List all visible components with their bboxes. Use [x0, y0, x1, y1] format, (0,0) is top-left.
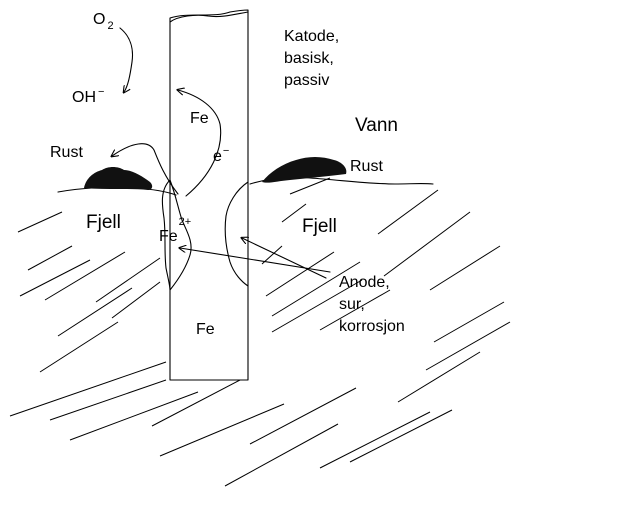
arrow-electron-flow [178, 90, 222, 197]
label-fe-ion: Fe2+ [159, 216, 191, 245]
label-fe-bottom: Fe [196, 321, 215, 338]
rod-top-edge [169, 11, 249, 23]
corrosion-pit-right [224, 181, 249, 287]
label-katode-3: passiv [284, 72, 329, 89]
label-rust-left: Rust [50, 144, 83, 161]
label-anode-2: sur, [339, 296, 365, 313]
label-rust-right: Rust [350, 158, 383, 175]
rust-deposit-left [84, 167, 153, 190]
label-anode-3: korrosjon [339, 318, 405, 335]
corrosion-pit-left [161, 179, 192, 291]
label-electron: e− [213, 145, 229, 165]
label-fjell-right: Fjell [302, 216, 337, 237]
rust-deposit-right [262, 157, 347, 183]
rock-hatching [9, 177, 511, 487]
arrow-o2-to-oh [119, 27, 134, 92]
label-katode-2: basisk, [284, 50, 334, 67]
label-fe-top: Fe [190, 110, 209, 127]
label-anode-1: Anode, [339, 274, 390, 291]
label-vann: Vann [355, 115, 398, 136]
label-katode-1: Katode, [284, 28, 339, 45]
label-oh: OH− [72, 86, 104, 106]
label-fjell-left: Fjell [86, 212, 121, 233]
arrow-anode-to-right-pit [242, 238, 327, 279]
arrow-anode-to-left-pit [180, 248, 331, 273]
arrow-fe-ion-to-rust [112, 143, 179, 195]
